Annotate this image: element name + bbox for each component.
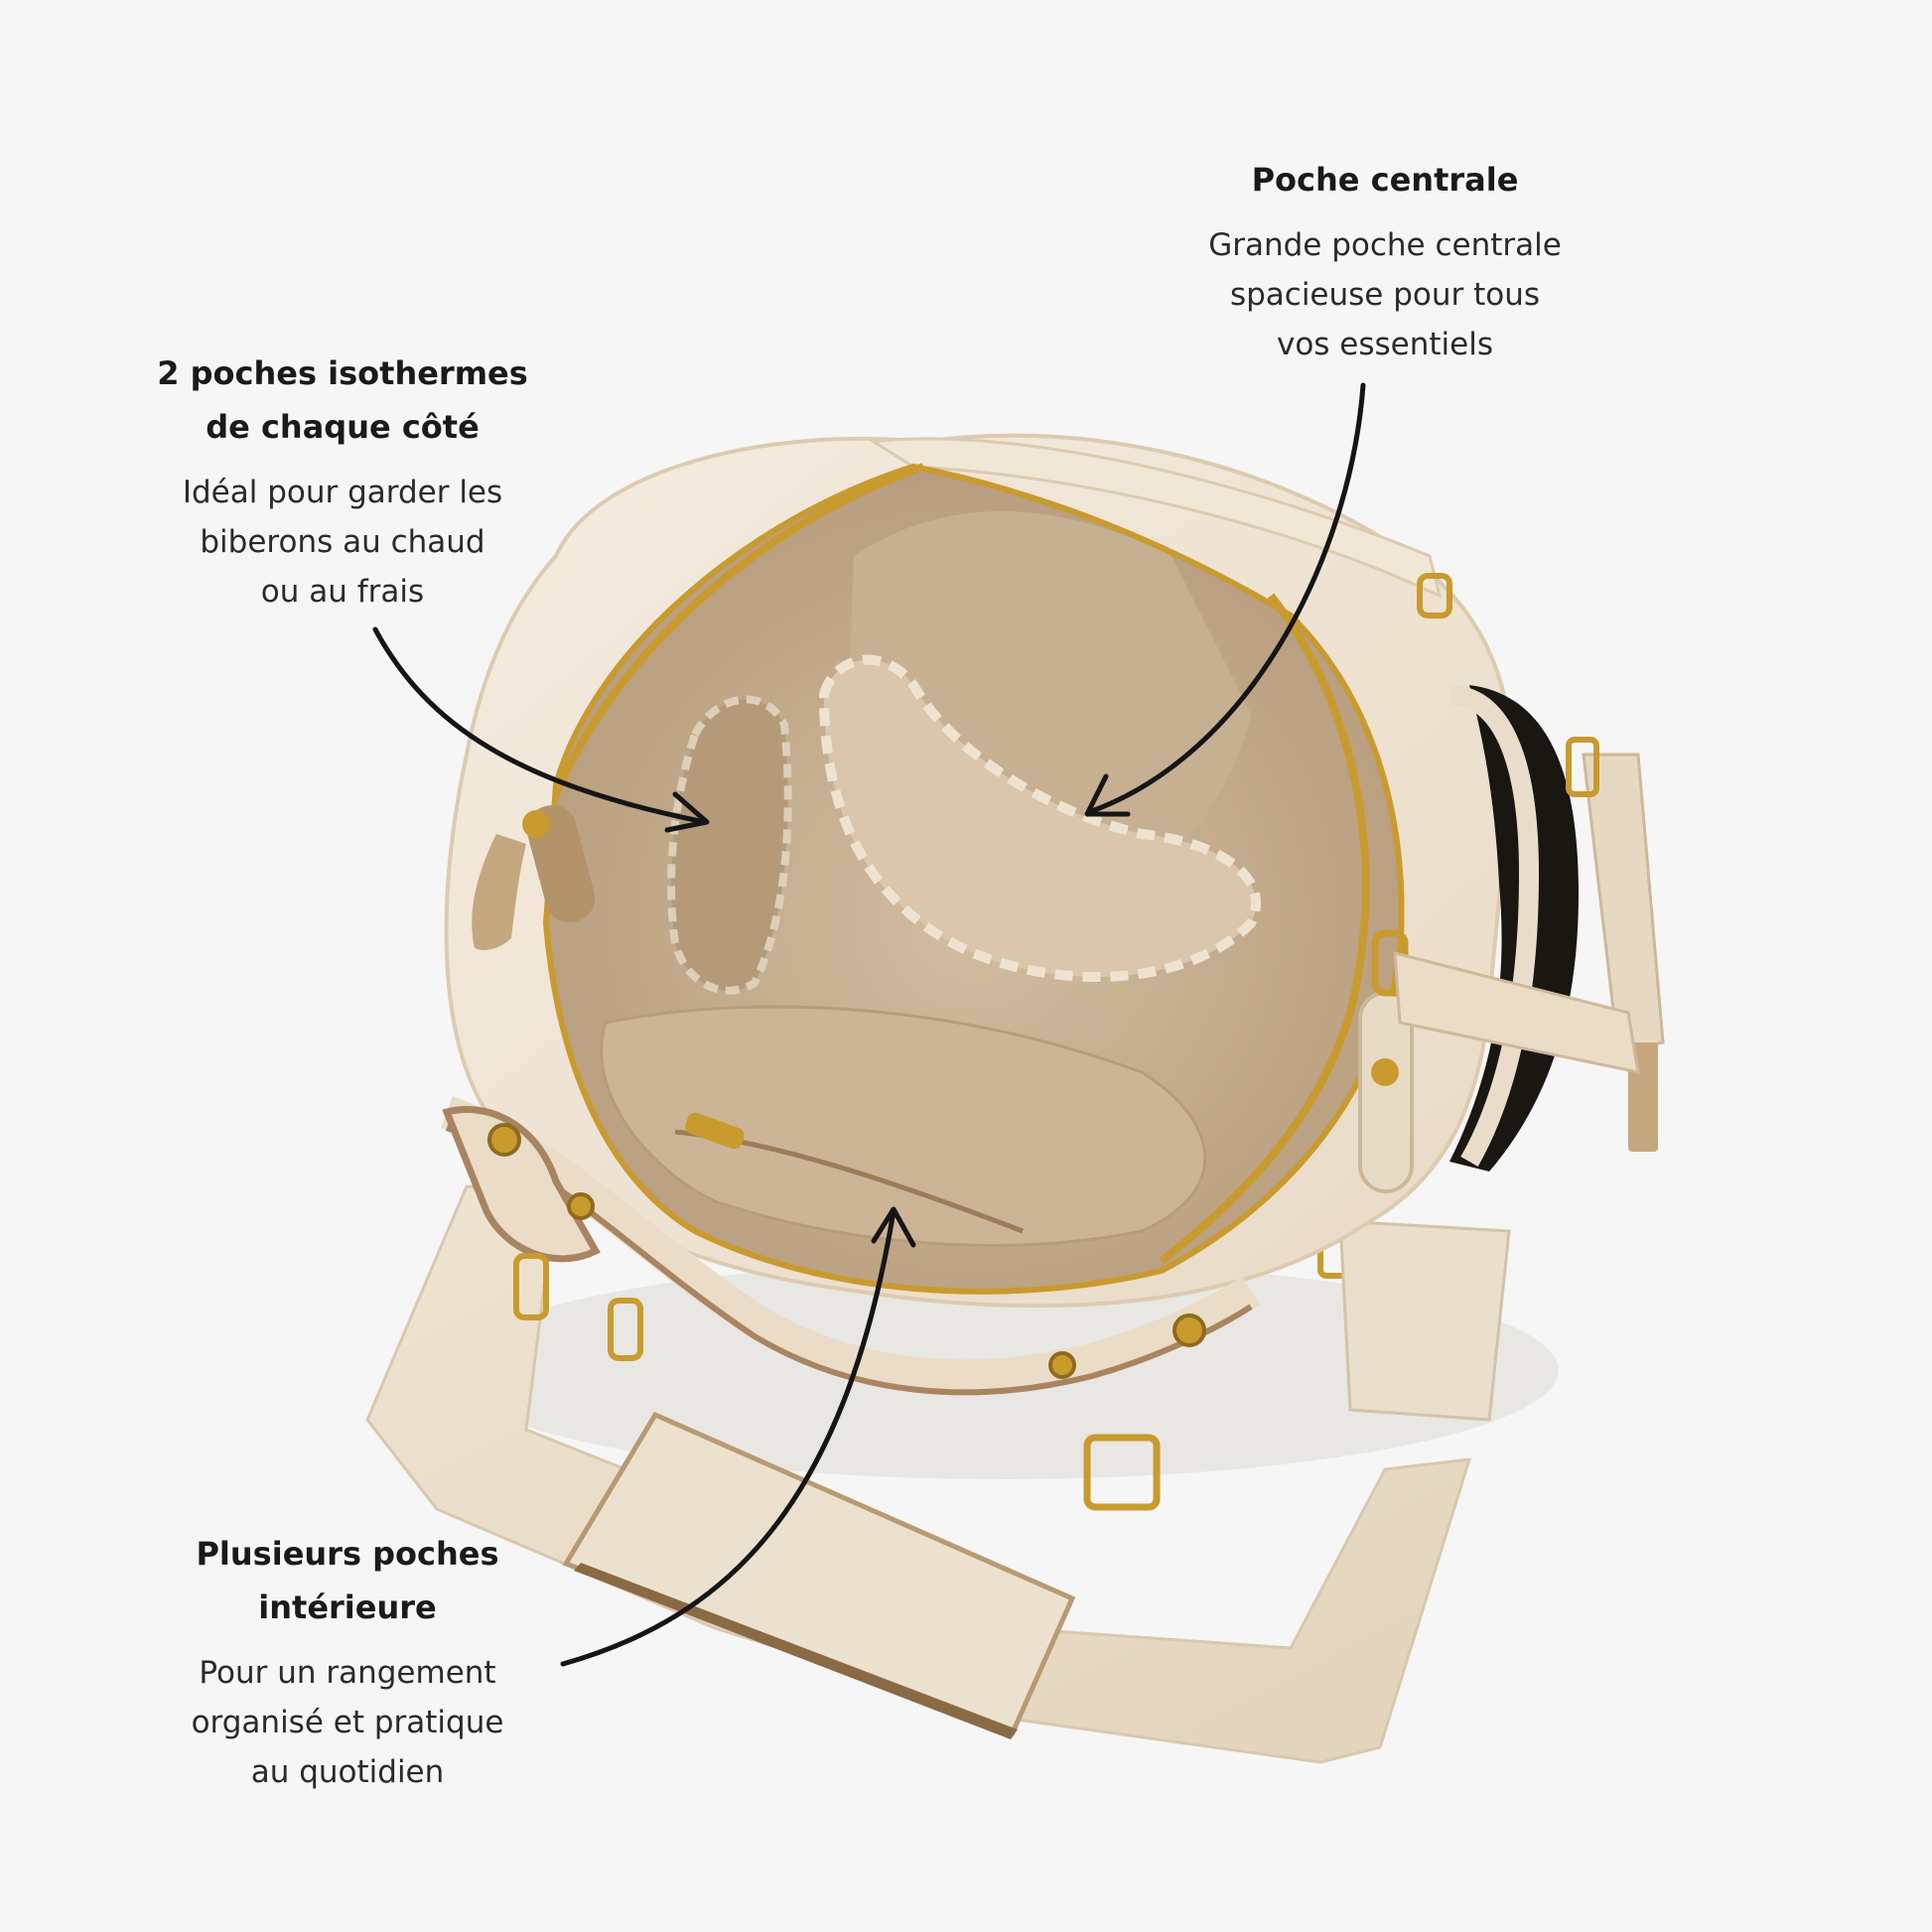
arrow-center xyxy=(1086,382,1366,815)
arrow-left xyxy=(372,626,708,825)
callout-title: Plusieurs poches intérieure xyxy=(109,1527,586,1634)
side-strap-loop xyxy=(1582,753,1665,1054)
side-loop-left xyxy=(472,834,526,950)
callout-description: Pour un rangement organisé et pratique a… xyxy=(109,1648,586,1797)
callout-desc-line: Pour un rangement xyxy=(199,1655,496,1691)
callout-center-pocket: Poche centrale Grande poche centrale spa… xyxy=(1142,153,1628,369)
rivet xyxy=(487,1123,521,1157)
callout-title-line: 2 poches isothermes xyxy=(157,354,528,392)
inner-zip-pull xyxy=(685,1112,745,1150)
insulated-pocket-left xyxy=(667,695,792,995)
bag-handle xyxy=(441,1096,1261,1394)
inner-pocket-front xyxy=(600,1005,1207,1247)
callout-desc-line: au quotidien xyxy=(250,1754,445,1790)
zipper-pull-left xyxy=(522,804,596,923)
callout-desc-line: Idéal pour garder les xyxy=(182,475,503,510)
d-ring-left xyxy=(513,1253,549,1320)
callout-description: Grande poche centrale spacieuse pour tou… xyxy=(1142,220,1628,369)
callout-desc-line: organisé et pratique xyxy=(191,1705,504,1740)
rivet xyxy=(1173,1313,1206,1347)
callout-description: Idéal pour garder les biberons au chaud … xyxy=(99,468,586,617)
arrow-bottom xyxy=(560,1208,897,1667)
insulated-pocket xyxy=(818,654,1261,982)
callout-interior-pockets: Plusieurs poches intérieure Pour un rang… xyxy=(109,1527,586,1797)
callout-title-line: Poche centrale xyxy=(1251,161,1519,199)
callout-desc-line: biberons au chaud xyxy=(200,524,485,560)
callout-desc-line: vos essentiels xyxy=(1276,327,1493,362)
d-ring-mid xyxy=(608,1298,643,1361)
callout-insulated-pockets: 2 poches isothermes de chaque côté Idéal… xyxy=(99,346,586,617)
rivet xyxy=(567,1192,595,1220)
rear-ring xyxy=(1417,573,1452,619)
callout-title-line: Plusieurs poches xyxy=(196,1535,499,1573)
callout-desc-line: ou au frais xyxy=(260,574,425,610)
callout-desc-line: spacieuse pour tous xyxy=(1229,277,1541,313)
callout-title-line: de chaque côté xyxy=(206,408,480,446)
callout-title-line: intérieure xyxy=(258,1588,437,1626)
side-strap-right xyxy=(1338,1219,1511,1422)
rivet xyxy=(1048,1351,1076,1379)
callout-title: Poche centrale xyxy=(1142,153,1628,207)
callout-desc-line: Grande poche centrale xyxy=(1208,227,1562,263)
strap-buckle-left xyxy=(1083,1434,1161,1511)
callout-title: 2 poches isothermes de chaque côté xyxy=(99,346,586,454)
main-zipper xyxy=(552,463,925,796)
